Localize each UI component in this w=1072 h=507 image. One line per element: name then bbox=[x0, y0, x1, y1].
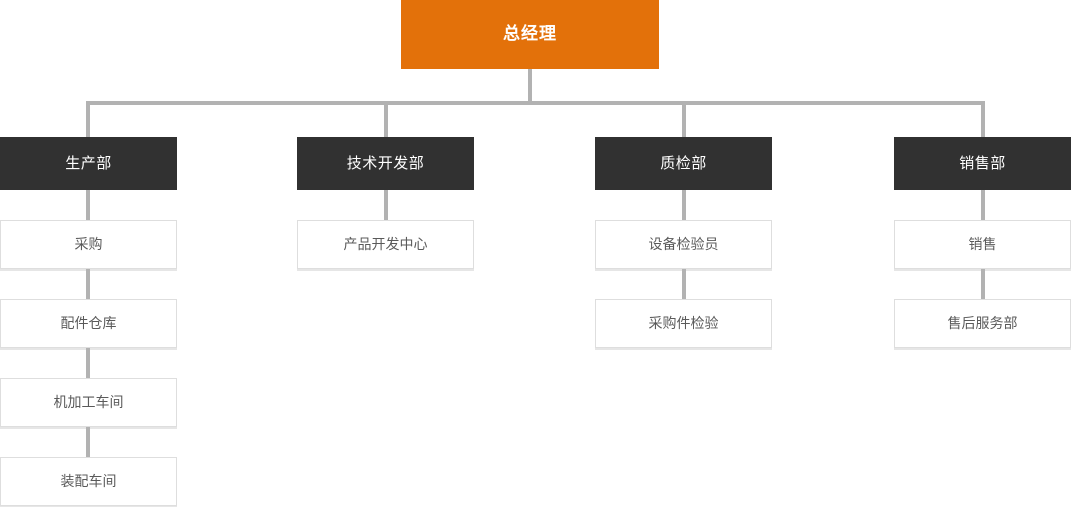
node-department-2-label: 技术开发部 bbox=[346, 154, 425, 172]
node-department-1[interactable]: 生产部 bbox=[0, 137, 177, 190]
connector-child1-to-child2-col1 bbox=[86, 269, 90, 299]
connector-dept2-to-child1 bbox=[384, 190, 388, 220]
node-department-4[interactable]: 销售部 bbox=[894, 137, 1071, 190]
connector-child1-to-child2-col4 bbox=[981, 269, 985, 299]
node-department-3[interactable]: 质检部 bbox=[595, 137, 772, 190]
connector-root-stem bbox=[528, 69, 532, 105]
node-department-4-label: 销售部 bbox=[959, 154, 1006, 172]
node-department-1-label: 生产部 bbox=[65, 154, 112, 172]
node-leaf-2-1-label: 产品开发中心 bbox=[343, 236, 428, 253]
connector-child3-to-child4-col1 bbox=[86, 427, 90, 457]
connector-dept3-to-child1 bbox=[682, 190, 686, 220]
connector-bus-to-dept-4 bbox=[981, 101, 985, 137]
connector-child2-to-child3-col1 bbox=[86, 348, 90, 378]
node-leaf-1-4[interactable]: 装配车间 bbox=[0, 457, 177, 506]
node-leaf-4-1[interactable]: 销售 bbox=[894, 220, 1071, 269]
node-leaf-2-1[interactable]: 产品开发中心 bbox=[297, 220, 474, 269]
node-department-3-label: 质检部 bbox=[660, 154, 707, 172]
connector-dept4-to-child1 bbox=[981, 190, 985, 220]
node-leaf-1-2[interactable]: 配件仓库 bbox=[0, 299, 177, 348]
connector-bus-to-dept-1 bbox=[86, 101, 90, 137]
node-leaf-4-2[interactable]: 售后服务部 bbox=[894, 299, 1071, 348]
node-root-label: 总经理 bbox=[503, 24, 557, 44]
connector-dept1-to-child1 bbox=[86, 190, 90, 220]
connector-child1-to-child2-col3 bbox=[682, 269, 686, 299]
node-leaf-3-1[interactable]: 设备检验员 bbox=[595, 220, 772, 269]
node-leaf-1-3-label: 机加工车间 bbox=[53, 394, 124, 411]
connector-horizontal-bus bbox=[86, 101, 985, 105]
connector-bus-to-dept-2 bbox=[384, 101, 388, 137]
node-department-2[interactable]: 技术开发部 bbox=[297, 137, 474, 190]
node-leaf-3-2-label: 采购件检验 bbox=[648, 315, 719, 332]
connector-bus-to-dept-3 bbox=[682, 101, 686, 137]
node-leaf-1-2-label: 配件仓库 bbox=[60, 315, 117, 332]
node-leaf-1-3[interactable]: 机加工车间 bbox=[0, 378, 177, 427]
node-root-general-manager[interactable]: 总经理 bbox=[401, 0, 659, 69]
node-leaf-4-1-label: 销售 bbox=[968, 236, 997, 253]
node-leaf-1-1-label: 采购 bbox=[74, 236, 103, 253]
node-leaf-4-2-label: 售后服务部 bbox=[947, 315, 1018, 332]
node-leaf-3-1-label: 设备检验员 bbox=[648, 236, 719, 253]
node-leaf-3-2[interactable]: 采购件检验 bbox=[595, 299, 772, 348]
node-leaf-1-4-label: 装配车间 bbox=[60, 473, 117, 490]
node-leaf-1-1[interactable]: 采购 bbox=[0, 220, 177, 269]
